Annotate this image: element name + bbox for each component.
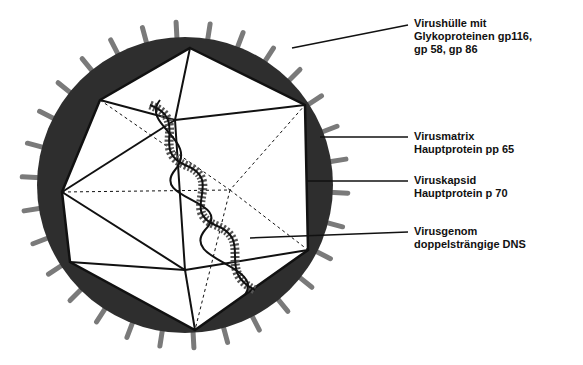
glycoprotein-spikes (22, 22, 348, 348)
part-label: Virusgenom doppelsträngige DNS (414, 225, 540, 251)
part-label: Virushülle mit Glykoproteinen gp116, gp … (414, 17, 540, 56)
leader-lines (250, 25, 408, 238)
capsid-edges (62, 48, 308, 330)
capsid-outline (62, 48, 308, 330)
capsid-hidden-edges (62, 100, 308, 330)
part-label: Virusmatrix Hauptprotein pp 65 (414, 130, 540, 156)
virus-envelope (37, 37, 333, 333)
dna-helix (150, 100, 255, 295)
part-label: Viruskapsid Hauptprotein p 70 (414, 174, 540, 200)
